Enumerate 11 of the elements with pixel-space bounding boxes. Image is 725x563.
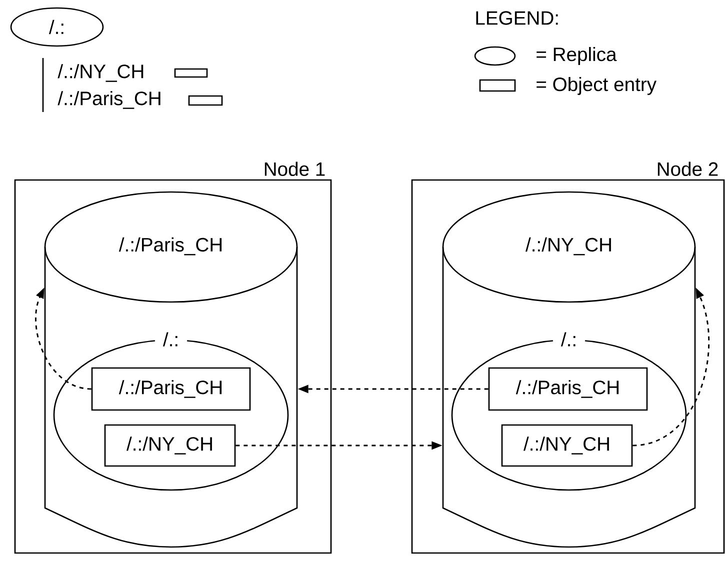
object-entry-box: /.:/Paris_CH bbox=[488, 367, 648, 411]
node-label: Node 2 bbox=[658, 162, 718, 176]
object-entry-box: /.:/NY_CH bbox=[104, 424, 236, 467]
node-label: Node 1 bbox=[264, 162, 325, 176]
entry-label: /.:/NY_CH bbox=[58, 64, 144, 82]
legend-text: = Replica bbox=[536, 46, 617, 65]
object-entry-box: /.:/Paris_CH bbox=[91, 367, 251, 411]
object-entry-box: /.:/NY_CH bbox=[501, 424, 633, 467]
entry-label: /.:/Paris_CH bbox=[58, 91, 160, 109]
legend-title: LEGEND: bbox=[476, 11, 558, 25]
legend-text: = Object entry bbox=[536, 76, 656, 95]
